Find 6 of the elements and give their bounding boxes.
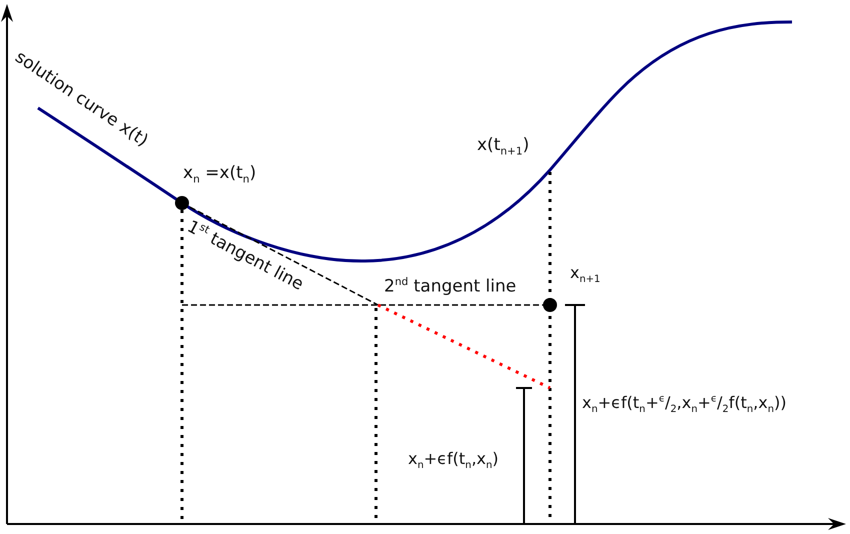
point-label: x$_{n}$ =x(t$_{n}$) — [183, 164, 256, 186]
formula-label: x$_{n}$+ϵf(t$_{n}$,x$_{n}$) — [408, 450, 499, 472]
tangent-label: 2$^{nd}$ tangent line — [384, 277, 516, 296]
value-label: x$_{n+1}$ — [570, 264, 600, 286]
formula-label: x$_{n}$+ϵf(t$_{n}$+$^{ϵ}$/$_{2}$,x$_{n}$+$^{ϵ}$/$_{2}$f(t$_{n}$,x$_{n}$)) — [582, 394, 786, 416]
point-label: x(t$_{n+1}$) — [477, 136, 530, 158]
